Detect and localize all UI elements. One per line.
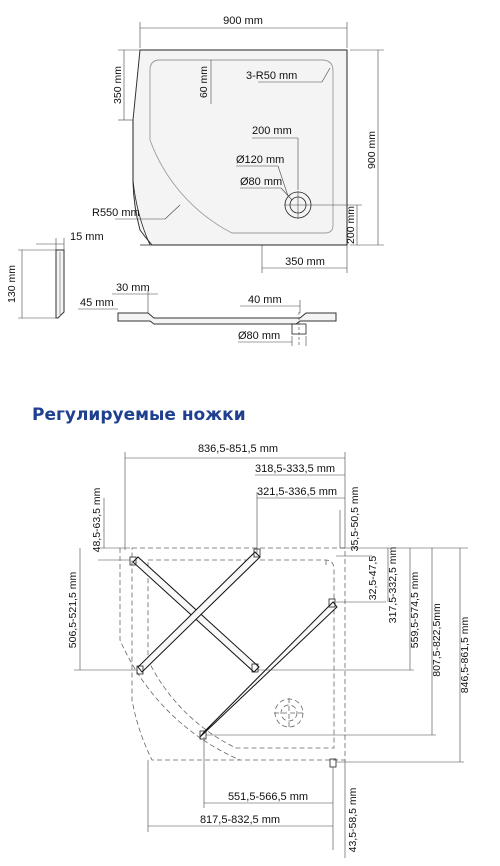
dim-inner-60: 60 mm xyxy=(198,66,210,98)
dim-left-350: 350 mm xyxy=(112,66,124,104)
legs-section-title: Регулируемые ножки xyxy=(32,405,246,425)
dim-legs-right-807: 807,5-822,5mm xyxy=(431,603,443,677)
dim-30: 30 mm xyxy=(116,282,150,294)
dim-bottom-350: 350 mm xyxy=(285,256,325,268)
legs-drain-inner xyxy=(280,704,298,722)
dim-45: 45 mm xyxy=(80,297,114,309)
label-corner-radius: 3-R50 mm xyxy=(246,70,297,82)
dim-drain-200: 200 mm xyxy=(252,125,292,137)
tray-section xyxy=(117,312,337,325)
dim-legs-left-long: 506,5-521,5 mm xyxy=(67,572,79,649)
dim-legs-bottom-43: 43,5-58,5 mm xyxy=(347,787,359,852)
dim-thickness-15: 15 mm xyxy=(70,231,104,243)
section-view: 15 mm 130 mm 30 mm 45 mm 40 mm Ø80 mm xyxy=(6,231,337,346)
label-drain-d80: Ø80 mm xyxy=(240,176,282,188)
dim-legs-left-small: 48,5-63,5 mm xyxy=(91,487,103,552)
leg-bars xyxy=(129,548,338,768)
dim-legs-top-total: 836,5-851,5 mm xyxy=(198,443,278,455)
tray-outline xyxy=(132,49,348,246)
dim-legs-top-a: 318,5-333,5 mm xyxy=(255,463,335,475)
dim-legs-right-846: 846,5-861,5 mm xyxy=(459,617,471,694)
leg-bar-2 xyxy=(137,551,261,673)
dim-legs-right-32: 32,5-47,5 xyxy=(367,556,379,601)
dim-top-900: 900 mm xyxy=(223,15,263,27)
dim-legs-top-b: 321,5-336,5 mm xyxy=(257,486,337,498)
dim-legs-right-559: 559,5-574,5 mm xyxy=(409,572,421,649)
label-drain-d120: Ø120 mm xyxy=(236,154,284,166)
dim-legs-right-317: 317,5-332,5 mm xyxy=(387,547,399,624)
dim-legs-bottom-551: 551,5-566,5 mm xyxy=(228,791,308,803)
tray-inner-basin xyxy=(149,59,334,234)
dim-legs-bottom-817: 817,5-832,5 mm xyxy=(200,814,280,826)
dim-right-900: 900 mm xyxy=(366,131,378,169)
label-radius-550: R550 mm xyxy=(92,207,140,219)
dim-legs-right-35: 35,5-50,5 mm xyxy=(349,486,361,551)
legs-view: 836,5-851,5 mm 318,5-333,5 mm 321,5-336,… xyxy=(67,443,471,858)
dim-height-130: 130 mm xyxy=(6,265,18,303)
top-view: 900 mm 350 mm 60 mm 3-R50 mm 900 mm 200 … xyxy=(92,15,384,273)
leg-bar-3 xyxy=(199,601,338,738)
dim-right-200: 200 mm xyxy=(345,206,357,244)
label-section-d80: Ø80 mm xyxy=(238,330,280,342)
dim-40: 40 mm xyxy=(248,294,282,306)
